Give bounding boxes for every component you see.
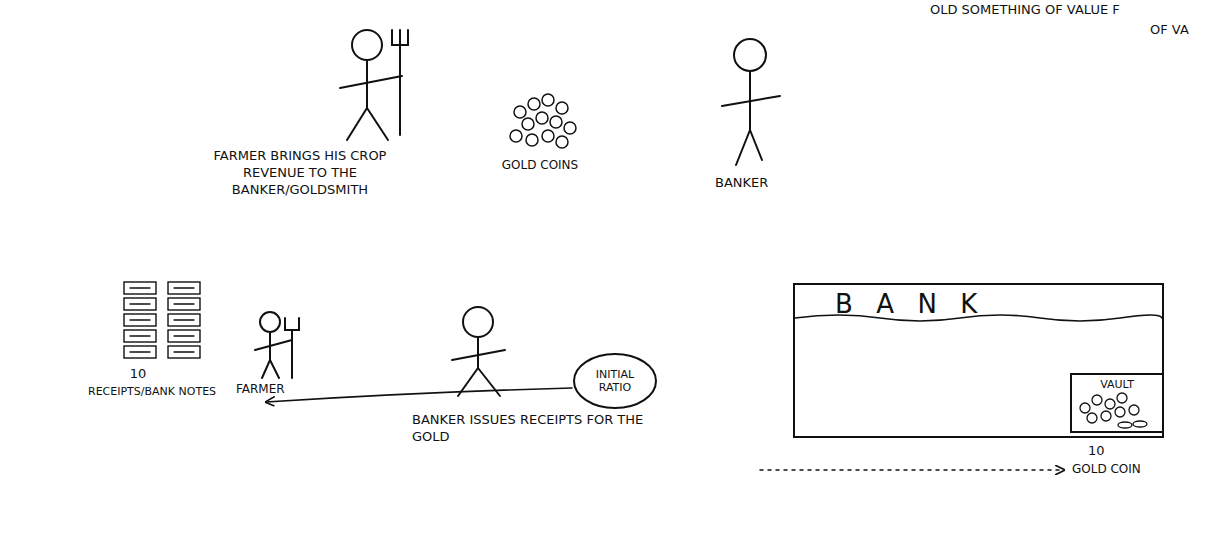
coin-label: GOLD COINS <box>495 158 585 174</box>
farmer-figure-small <box>255 312 299 378</box>
bank-box: BANK VAULT <box>793 283 1164 438</box>
banker-figure <box>722 39 780 165</box>
cut-note: OLD SOMETHING OF VALUE F <box>930 2 1190 19</box>
gold-coins <box>510 94 576 148</box>
vault-box: VAULT <box>1070 373 1164 433</box>
ratio-circle: INITIAL RATIO <box>572 352 658 410</box>
box-heading: BANK <box>835 289 1162 320</box>
circle-text: INITIAL RATIO <box>584 368 646 394</box>
receipt-stacks <box>124 282 200 358</box>
figure-label: BANKER <box>715 175 805 192</box>
ratio-arrow <box>266 388 572 402</box>
coin-label: GOLD COIN <box>1072 462 1202 478</box>
dotted-arrow <box>760 469 1064 471</box>
caption-note: FARMER BRINGS HIS CROP REVENUE TO THE BA… <box>190 148 410 199</box>
vault-coins <box>1080 393 1147 428</box>
count-number: 10 <box>1088 443 1128 460</box>
farmer-figure <box>340 30 408 140</box>
box-heading: VAULT <box>1072 378 1162 391</box>
banker-figure-small <box>452 307 505 396</box>
cut-note: OF VA <box>1150 22 1210 39</box>
receipt-label: RECEIPTS/BANK NOTES <box>88 385 263 399</box>
caption-note: BANKER ISSUES RECEIPTS FOR THE GOLD <box>412 412 662 446</box>
count-number: 10 <box>118 366 158 383</box>
figure-label: FARMER <box>236 382 316 398</box>
